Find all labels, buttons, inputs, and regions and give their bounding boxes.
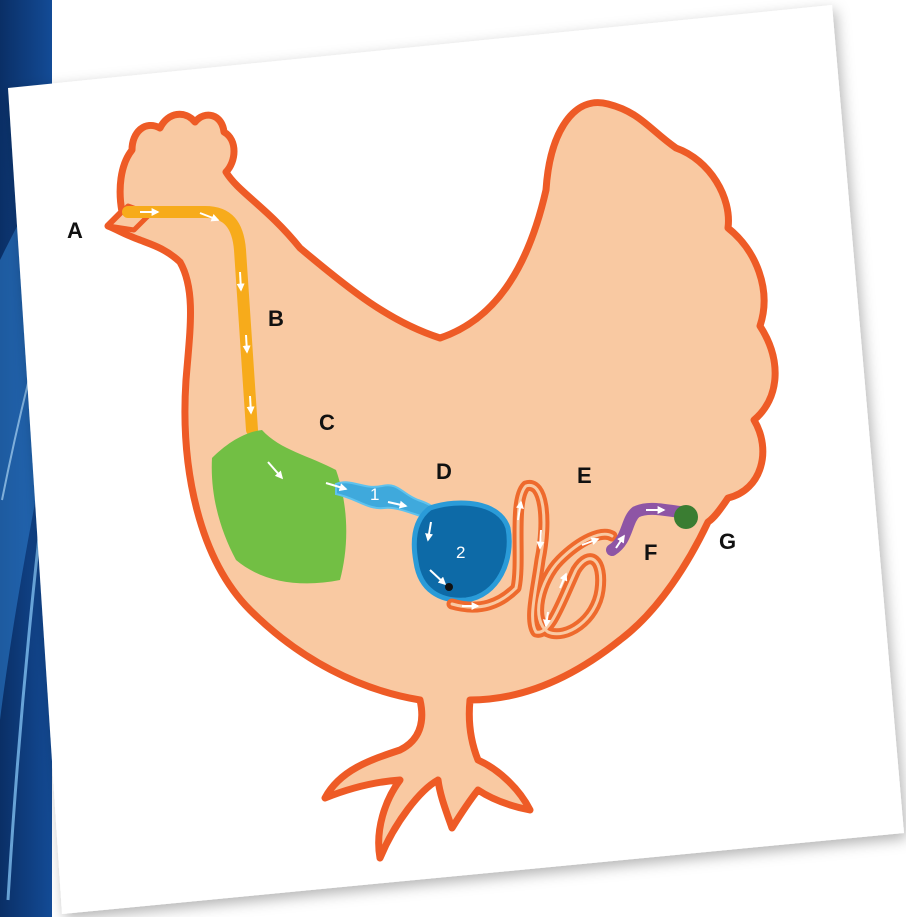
vent <box>674 505 698 529</box>
gizzard-exit-dot <box>445 583 453 591</box>
stomach-number-1: 1 <box>370 485 379 504</box>
label-g: G <box>719 529 736 554</box>
label-e: E <box>577 463 592 488</box>
label-c: C <box>319 410 335 435</box>
label-b: B <box>268 306 284 331</box>
stomach-number-2: 2 <box>456 543 465 562</box>
label-d: D <box>436 459 452 484</box>
label-a: A <box>67 218 83 243</box>
label-f: F <box>644 540 657 565</box>
